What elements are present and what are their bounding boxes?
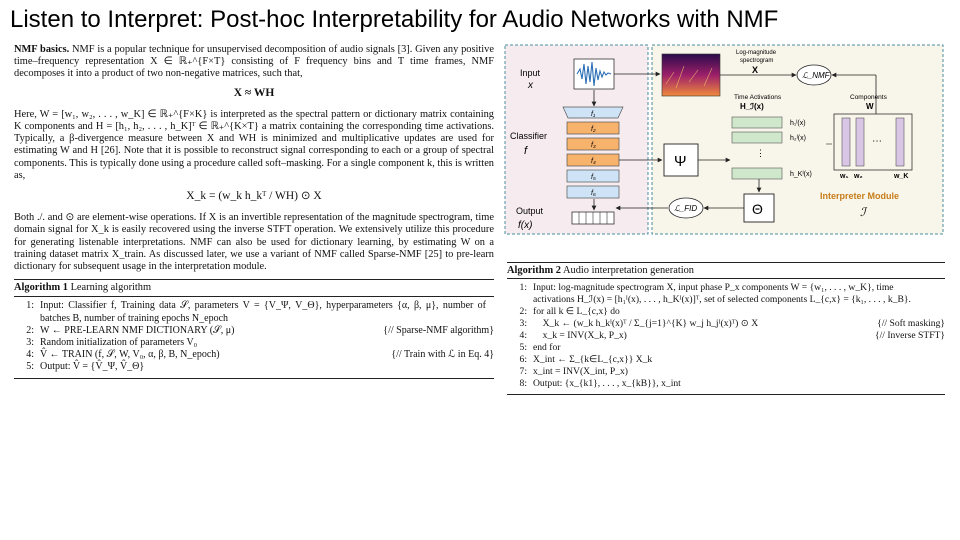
svg-text:f₂: f₂: [591, 126, 596, 133]
svg-text:f₁: f₁: [591, 111, 596, 118]
component-column: [855, 117, 865, 167]
classifier-layer: [566, 169, 620, 183]
classifier-label: Classifier: [510, 131, 547, 141]
architecture-diagram-svg: Input x Classifier f f₁ f₂ f₃ f₄ f₅ f₆ O…: [504, 44, 944, 235]
svg-text:h_Kᴵ(x): h_Kᴵ(x): [790, 171, 812, 178]
component-column: [841, 117, 851, 167]
svg-text:f₆: f₆: [591, 190, 596, 197]
spectrogram-label-2: spectrogram: [740, 58, 773, 64]
classifier-var: f: [524, 145, 528, 157]
algo1-line: 3:Random initialization of parameters V₀: [26, 337, 198, 349]
output-vector: [571, 211, 615, 225]
svg-text:Ψ: Ψ: [674, 153, 687, 170]
algo2-line: 4: x_k = INV(X_k, P_x){// Inverse STFT}: [519, 330, 945, 341]
classifier-layer: [562, 106, 624, 119]
algo2-line: 6:X_int ← Σ_{k∈L_{c,x}} X_k: [519, 354, 653, 365]
nmf-basics-text: NMF is a popular technique for unsupervi…: [14, 44, 494, 80]
activations-row: [731, 131, 783, 144]
algo1-line: 2:W ← PRE-LEARN NMF DICTIONARY (𝒮, μ){//…: [26, 324, 494, 336]
slide-title: Listen to Interpret: Post-hoc Interpreta…: [10, 6, 779, 33]
svg-text:Θ: Θ: [752, 201, 763, 217]
left-column: NMF basics. NMF is a popular technique f…: [14, 44, 494, 379]
components-label: Components: [850, 94, 888, 101]
dictionary-paragraph: Here, W = [w₁, w₂, . . . , w_K] ∈ ℝ₊^{F×…: [14, 108, 495, 181]
classifier-layer: [566, 185, 620, 199]
algorithm-1: Algorithm 1 Learning algorithm 1:Input: …: [14, 279, 494, 379]
time-activations-var: H_ℐ(x): [740, 102, 764, 111]
algo1-line: 4:V̂ ← TRAIN (f, 𝒮, W, V₀, α, β, B, N_ep…: [26, 349, 494, 361]
equation-x-approx-wh: X ≈ WH: [233, 86, 275, 99]
svg-text:f₃: f₃: [591, 142, 596, 149]
output-label: Output: [516, 206, 544, 216]
svg-text:ℒ_FID: ℒ_FID: [674, 204, 697, 213]
equation-soft-mask: X_k = (w_k h_kᵀ / WH) ⊙ X: [186, 190, 322, 203]
svg-text:h₁ᴵ(x): h₁ᴵ(x): [790, 120, 806, 127]
svg-text:f₄: f₄: [591, 158, 596, 165]
activations-row: [731, 167, 783, 180]
svg-text:w₂: w₂: [853, 173, 863, 180]
components-var: W: [866, 102, 874, 111]
nmf-loss-node: [796, 64, 832, 86]
inverse-stft-paragraph: Both ./. and ⊙ are element-wise operatio…: [14, 212, 494, 273]
svg-text:h₂ᴵ(x): h₂ᴵ(x): [790, 135, 806, 142]
time-activations-label: Time Activations: [734, 94, 782, 101]
component-column: [895, 117, 905, 167]
output-var: f(x): [518, 220, 532, 231]
spectrogram-var: X: [752, 65, 758, 75]
algo2-line: 8:Output: {x_{k1}, . . . , x_{kB}}, x_in…: [519, 378, 681, 389]
input-label: Input: [520, 68, 541, 78]
svg-text:ℒ_NMF: ℒ_NMF: [802, 71, 831, 80]
theta-block: [743, 193, 775, 223]
algorithm-2-header: Algorithm 2 Audio interpretation generat…: [507, 263, 945, 279]
algorithm-2: Algorithm 2 Audio interpretation generat…: [507, 262, 945, 395]
svg-text:⋮: ⋮: [756, 148, 765, 158]
interpreter-var: ℐ: [860, 205, 868, 219]
algo2-line: 1:Input: log-magnitude spectrogram X, in…: [519, 282, 911, 305]
algo2-line: 2:for all k ∈ L_{c,x} do: [519, 306, 620, 317]
nmf-basics-paragraph: NMF basics. NMF is a popular technique f…: [14, 44, 494, 81]
svg-text:w₁: w₁: [839, 173, 848, 180]
input-var: x: [527, 80, 534, 91]
fid-loss-node: [668, 197, 704, 219]
activations-row: [731, 116, 783, 129]
classifier-layer: [566, 137, 620, 151]
algorithm-1-header: Algorithm 1 Learning algorithm: [14, 280, 494, 298]
interpreter-module-label: Interpreter Module: [820, 191, 899, 201]
algorithm-2-lines: 1:Input: log-magnitude spectrogram X, in…: [507, 279, 945, 394]
spectrogram-image: [661, 53, 721, 97]
algo1-line: 1:Input: Classifier f, Training data 𝒮, …: [26, 300, 486, 324]
svg-text:w_K: w_K: [893, 173, 908, 180]
algo2-line: 3: X_k ← (w_k h_kᴵ(x)ᵀ / Σ_{j=1}^{K} w_j…: [519, 318, 945, 329]
algo2-line: 5:end for: [519, 342, 561, 353]
classifier-layer: [566, 121, 620, 135]
waveform-icon: [573, 58, 615, 90]
algo2-line: 7:x_int = INV(X_int, P_x): [519, 366, 628, 377]
architecture-diagram: Input x Classifier f f₁ f₂ f₃ f₄ f₅ f₆ O…: [504, 44, 944, 236]
algo1-line: 5:Output: V̂ = {V̂_Ψ, V̂_Θ}: [26, 361, 145, 373]
svg-text:⋯: ⋯: [872, 136, 882, 147]
components-bracket: [833, 113, 913, 171]
spectrogram-label: Log-magnitude: [736, 50, 777, 56]
algorithm-1-lines: 1:Input: Classifier f, Training data 𝒮, …: [14, 297, 494, 377]
nmf-basics-heading: NMF basics.: [14, 44, 70, 55]
svg-text:f₅: f₅: [591, 174, 596, 181]
